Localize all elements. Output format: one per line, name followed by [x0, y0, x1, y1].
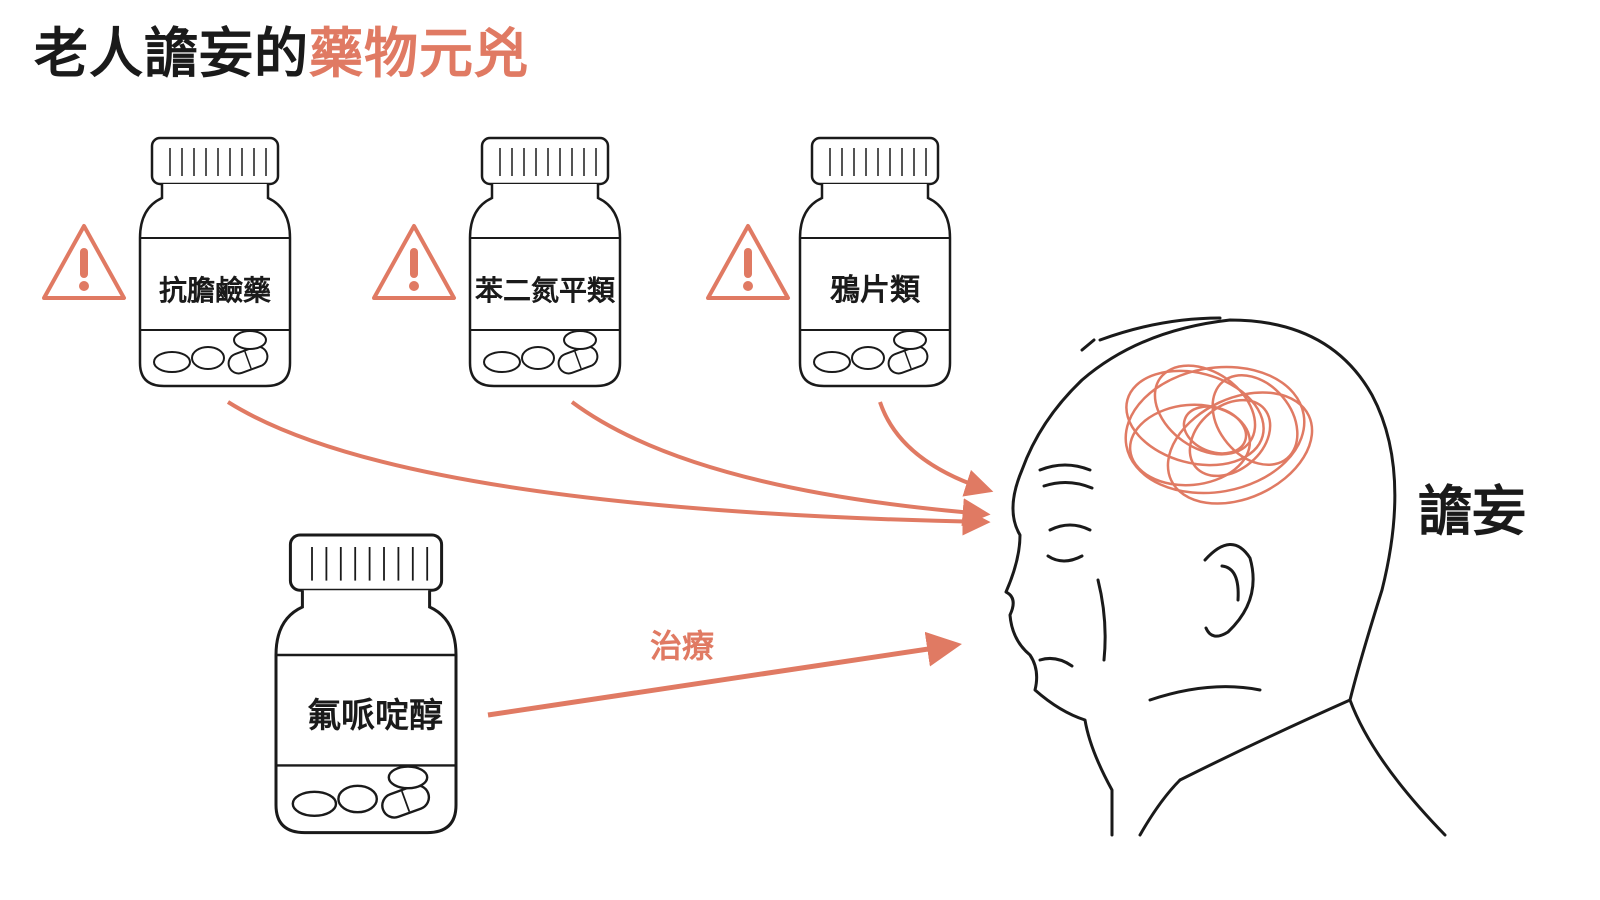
- arrow-benzodiazepines-to-delirium: [570, 400, 991, 527]
- delirium-label: 譫妄: [1418, 480, 1526, 543]
- bottle-benzodiazepines: 苯二氮平類: [468, 136, 622, 388]
- arrow-opioids-to-delirium: [878, 401, 994, 497]
- bottle-label-benzodiazepines: 苯二氮平類: [474, 274, 616, 307]
- bottle-label-anticholinergics: 抗膽鹼藥: [159, 274, 271, 307]
- title-highlight: 藥物元兇: [309, 22, 529, 85]
- tangled-brain-icon: [1124, 364, 1314, 505]
- bottle-label-haloperidol: 氟哌啶醇: [307, 696, 443, 736]
- bottle-opioids: 鴉片類: [798, 136, 952, 388]
- warning-icon: [42, 224, 126, 300]
- arrow-treatment: [487, 631, 962, 718]
- treatment-label: 治療: [650, 627, 715, 665]
- arrow-anticholinergics-to-delirium: [226, 400, 991, 536]
- elderly-head: [1004, 316, 1447, 837]
- warning-icon: [706, 224, 790, 300]
- bottle-anticholinergics: 抗膽鹼藥: [138, 136, 292, 388]
- page-title: 老人譫妄的藥物元兇: [34, 22, 529, 87]
- bottle-label-opioids: 鴉片類: [830, 273, 921, 308]
- warning-icon: [372, 224, 456, 300]
- title-plain: 老人譫妄的: [34, 22, 309, 85]
- bottle-haloperidol: [274, 533, 458, 835]
